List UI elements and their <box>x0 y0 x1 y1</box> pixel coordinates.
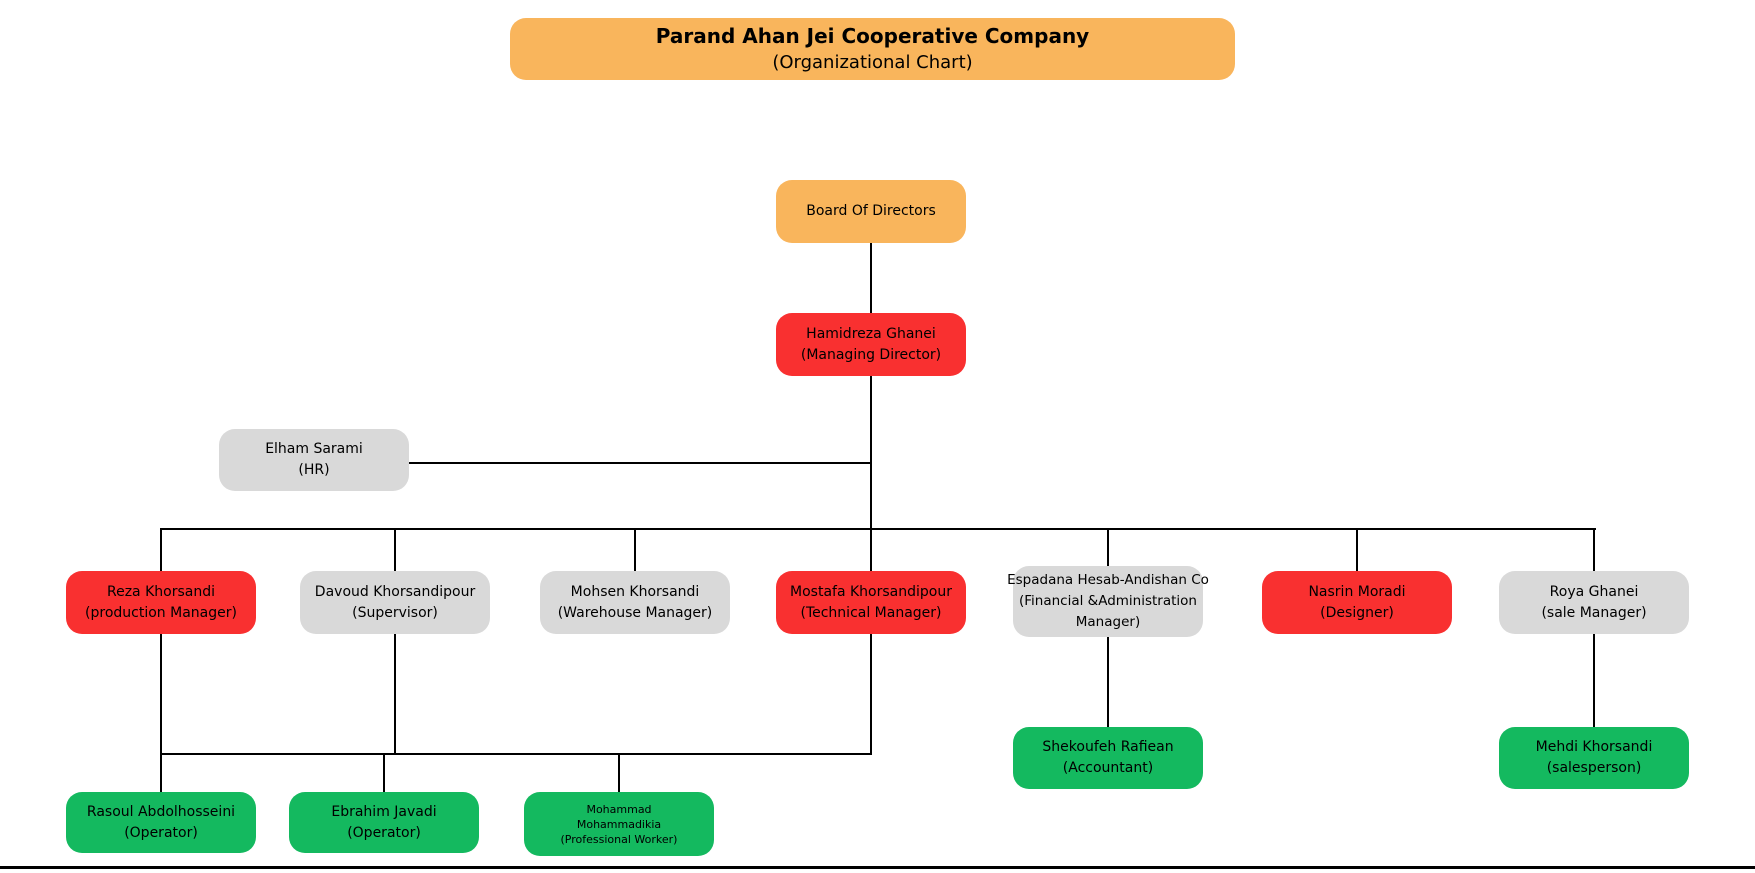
node-role: (production Manager) <box>85 604 237 621</box>
connector-drop-sale <box>1593 530 1595 571</box>
node-name: Roya Ghanei <box>1549 583 1639 600</box>
connector-production-down <box>160 634 162 755</box>
node-name: Davoud Khorsandipour <box>314 583 476 600</box>
node-role: (Technical Manager) <box>800 604 942 621</box>
connector-main-horizontal <box>160 528 1596 530</box>
org-node-managing-director: Hamidreza Ghanei (Managing Director) <box>776 313 966 376</box>
org-node-sale-manager: Roya Ghanei (sale Manager) <box>1499 571 1689 634</box>
connector-drop-operator-rasoul <box>160 755 162 792</box>
connector-drop-operator-ebrahim <box>383 755 385 792</box>
node-name: Elham Sarami <box>265 441 363 457</box>
node-name: Nasrin Moradi <box>1308 583 1406 600</box>
node-role-line2: Manager) <box>1075 614 1141 630</box>
connector-drop-warehouse <box>634 530 636 571</box>
chart-subtitle: (Organizational Chart) <box>772 52 973 73</box>
node-label: Board Of Directors <box>806 203 936 219</box>
node-name: Reza Khorsandi <box>107 583 215 600</box>
node-role: (HR) <box>298 462 330 478</box>
node-name-line2: Mohammadikia <box>576 817 662 831</box>
org-node-production-manager: Reza Khorsandi (production Manager) <box>66 571 256 634</box>
connector-technical-down <box>870 634 872 755</box>
bottom-rule <box>0 866 1755 869</box>
connector-drop-supervisor <box>394 530 396 571</box>
org-node-hr: Elham Sarami (HR) <box>219 429 409 491</box>
connector-financial-to-accountant <box>1107 637 1109 727</box>
org-node-technical-manager: Mostafa Khorsandipour (Technical Manager… <box>776 571 966 634</box>
org-node-operator-rasoul: Rasoul Abdolhosseini (Operator) <box>66 792 256 853</box>
org-node-designer: Nasrin Moradi (Designer) <box>1262 571 1452 634</box>
org-node-accountant: Shekoufeh Rafiean (Accountant) <box>1013 727 1203 789</box>
node-role: (Professional Worker) <box>560 832 678 846</box>
connector-drop-technical <box>870 530 872 571</box>
node-name: Mohsen Khorsandi <box>570 583 700 600</box>
node-role: (sale Manager) <box>1541 604 1647 621</box>
org-node-salesperson: Mehdi Khorsandi (salesperson) <box>1499 727 1689 789</box>
chart-title-banner: Parand Ahan Jei Cooperative Company (Org… <box>510 18 1235 80</box>
node-role: (Operator) <box>347 824 421 841</box>
node-role: (salesperson) <box>1546 760 1642 776</box>
node-name: Espadana Hesab-Andishan Co <box>1007 572 1209 588</box>
node-role: (Designer) <box>1320 604 1394 621</box>
node-role: (Operator) <box>124 824 198 841</box>
node-role: (Supervisor) <box>352 604 438 621</box>
connector-hr-horizontal <box>409 462 871 464</box>
connector-drop-financial <box>1107 530 1109 566</box>
connector-drop-professional-worker <box>618 755 620 792</box>
connector-board-to-md <box>870 243 872 313</box>
node-role: (Managing Director) <box>800 346 942 363</box>
org-node-operator-ebrahim: Ebrahim Javadi (Operator) <box>289 792 479 853</box>
connector-drop-designer <box>1356 530 1358 571</box>
node-role: (Warehouse Manager) <box>557 604 713 621</box>
node-name: Shekoufeh Rafiean <box>1042 739 1174 755</box>
org-node-supervisor: Davoud Khorsandipour (Supervisor) <box>300 571 490 634</box>
org-node-financial-admin-manager: Espadana Hesab-Andishan Co (Financial &A… <box>1007 566 1209 637</box>
node-name: Hamidreza Ghanei <box>806 325 936 342</box>
org-node-professional-worker: Mohammad Mohammadikia (Professional Work… <box>524 792 714 856</box>
connector-lower-horizontal <box>160 753 872 755</box>
node-role-line1: (Financial &Administration <box>1019 593 1197 609</box>
node-name: Mehdi Khorsandi <box>1535 739 1653 755</box>
org-node-warehouse-manager: Mohsen Khorsandi (Warehouse Manager) <box>540 571 730 634</box>
node-name-line1: Mohammad <box>586 802 652 816</box>
node-name: Rasoul Abdolhosseini <box>86 803 236 820</box>
connector-supervisor-down <box>394 634 396 755</box>
connector-sale-to-salesperson <box>1593 634 1595 727</box>
connector-md-to-tree <box>870 376 872 530</box>
connector-drop-production <box>160 530 162 571</box>
node-name: Ebrahim Javadi <box>331 803 437 820</box>
node-name: Mostafa Khorsandipour <box>790 583 952 600</box>
org-node-board-of-directors: Board Of Directors <box>776 180 966 243</box>
node-role: (Accountant) <box>1062 760 1154 776</box>
company-title: Parand Ahan Jei Cooperative Company <box>655 24 1090 48</box>
